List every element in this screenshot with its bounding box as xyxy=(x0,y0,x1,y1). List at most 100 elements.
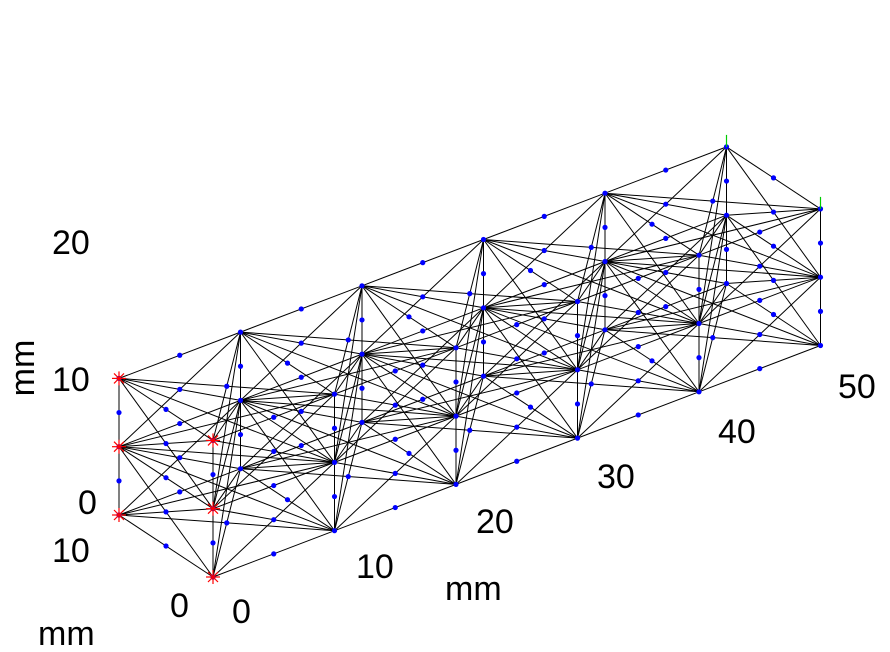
mesh-edge xyxy=(334,353,363,395)
mesh-node xyxy=(770,175,777,181)
mesh-node xyxy=(298,340,304,346)
mesh-node xyxy=(420,260,426,266)
mesh-node xyxy=(331,493,338,500)
mesh-node xyxy=(163,475,169,481)
mesh-node xyxy=(298,306,304,312)
mesh-node xyxy=(392,436,398,442)
mesh-node xyxy=(210,540,216,546)
x-tick-30: 30 xyxy=(597,458,635,496)
mesh-node xyxy=(663,269,669,276)
mesh-node xyxy=(406,450,412,456)
mesh-node xyxy=(770,277,777,283)
constraint-marker xyxy=(112,508,126,522)
mesh-node xyxy=(757,366,763,372)
mesh-node xyxy=(467,291,473,297)
mesh-edge xyxy=(361,353,578,371)
mesh-node xyxy=(406,314,412,320)
y-tick-10: 10 xyxy=(52,361,90,399)
mesh-node xyxy=(163,543,169,549)
mesh-node xyxy=(453,447,459,453)
mesh-node xyxy=(271,551,277,557)
mesh-node xyxy=(359,385,365,391)
mesh-node xyxy=(177,386,183,392)
mesh-node xyxy=(237,466,244,472)
mesh-edge xyxy=(118,446,335,463)
mesh-node xyxy=(710,198,716,204)
mesh-node xyxy=(298,408,304,414)
mesh-node xyxy=(817,240,824,246)
mesh-edge xyxy=(212,400,241,441)
mesh-node xyxy=(359,317,365,323)
mesh-node xyxy=(298,442,304,449)
mesh-node xyxy=(635,412,641,418)
x-axis-label: mm xyxy=(445,570,502,608)
mesh-node xyxy=(770,243,777,249)
mesh-node xyxy=(480,271,487,277)
mesh-node xyxy=(480,236,487,243)
mesh-node xyxy=(177,455,183,461)
mesh-node xyxy=(770,209,777,215)
mesh-node xyxy=(574,435,581,441)
mesh-node xyxy=(574,298,581,305)
mesh-node xyxy=(663,201,669,207)
mesh-node xyxy=(271,482,277,489)
z-axis-label: mm xyxy=(38,615,95,652)
mesh-node xyxy=(224,383,230,389)
mesh-node xyxy=(574,401,581,407)
mesh-node xyxy=(284,497,291,503)
mesh-node xyxy=(817,274,824,280)
mesh-node xyxy=(541,350,547,356)
mesh-edge xyxy=(212,468,241,509)
mesh-node xyxy=(480,339,487,345)
mesh-node xyxy=(514,322,520,328)
mesh-node xyxy=(588,381,594,387)
constraint-marker xyxy=(112,439,126,454)
mesh-node xyxy=(602,293,608,299)
mesh-node xyxy=(663,304,669,310)
mesh-node xyxy=(541,282,547,288)
mesh-node xyxy=(331,391,338,397)
y-tick-20: 20 xyxy=(52,224,90,262)
mesh-node xyxy=(649,358,655,364)
mesh-node xyxy=(420,396,426,402)
mesh-node xyxy=(177,352,183,358)
mesh-node xyxy=(723,246,730,252)
y-axis-label: mm xyxy=(4,340,42,397)
constraint-marker xyxy=(206,570,220,584)
mesh-node xyxy=(480,373,487,379)
mesh-node xyxy=(635,378,641,384)
mesh-node xyxy=(723,178,730,184)
z-tick-10: 10 xyxy=(52,532,90,570)
mesh-node xyxy=(757,331,763,338)
mesh-edge xyxy=(577,261,606,302)
mesh-node xyxy=(757,229,763,235)
mesh-node xyxy=(541,247,547,254)
mesh-edge xyxy=(604,261,821,278)
mesh-edge xyxy=(455,375,484,417)
x-tick-10: 10 xyxy=(356,548,394,586)
mesh-node xyxy=(177,420,183,427)
mesh-node xyxy=(723,280,730,287)
mesh-node xyxy=(817,342,824,349)
mesh-node xyxy=(635,309,641,316)
mesh-edge xyxy=(334,422,363,463)
mesh-node xyxy=(237,431,244,438)
x-tick-20: 20 xyxy=(476,503,514,541)
mesh-node xyxy=(284,360,291,366)
mesh-edge xyxy=(698,283,727,324)
mesh-node xyxy=(710,335,716,341)
mesh-node xyxy=(663,167,669,173)
mesh-node xyxy=(635,344,641,350)
mesh-node xyxy=(602,258,608,265)
mesh-node xyxy=(527,404,534,410)
mesh-node xyxy=(453,481,459,487)
mesh-node xyxy=(602,224,608,230)
mesh-node xyxy=(237,397,244,403)
mesh-node xyxy=(331,459,338,465)
mesh-edge xyxy=(455,307,484,349)
constraint-marker xyxy=(206,433,220,448)
mesh-edge xyxy=(577,329,606,371)
mesh-node xyxy=(298,374,304,380)
mesh-node xyxy=(514,458,520,464)
